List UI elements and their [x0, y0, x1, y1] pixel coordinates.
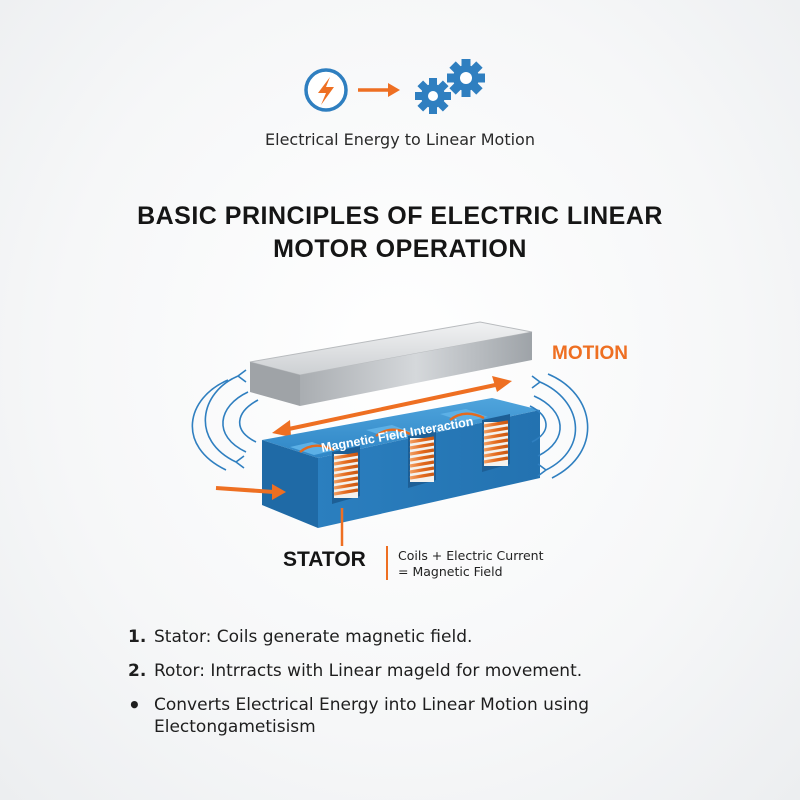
list-item-text: Stator: Coils generate magnetic field. [154, 627, 473, 647]
stator-divider [386, 546, 388, 580]
list-item-text: Rotor: Intrracts with Linear mageld for … [154, 661, 583, 681]
coil-top-windings [299, 412, 485, 453]
linear-motor-diagram: Magnetic Field Interaction [191, 321, 589, 546]
motion-arrow [272, 376, 512, 437]
list-item-text: Converts Electrical Energy into Linear M… [154, 695, 590, 737]
subtitle: Electrical Energy to Linear Motion [265, 130, 535, 149]
list-marker: 2. [128, 661, 147, 681]
rotor-plate [249, 321, 533, 406]
arrow-right-icon [358, 83, 400, 97]
title-line-1: BASIC PRINCIPLES OF ELECTRIC LINEAR [137, 202, 663, 230]
current-input-arrow [215, 484, 286, 500]
coil-3 [483, 420, 509, 466]
key-points-list: 1. Stator: Coils generate magnetic field… [128, 626, 688, 750]
coil-1 [333, 452, 359, 498]
list-item: 2. Rotor: Intrracts with Linear mageld f… [128, 660, 688, 682]
list-item: 1. Stator: Coils generate magnetic field… [128, 626, 688, 648]
left-field-lines [191, 369, 259, 471]
list-marker: 1. [128, 627, 147, 647]
stator-label: STATOR [283, 548, 366, 571]
stator-description: Coils + Electric Current = Magnetic Fiel… [398, 548, 544, 580]
page-title: BASIC PRINCIPLES OF ELECTRIC LINEAR MOTO… [90, 200, 710, 266]
stator-desc-line-1: Coils + Electric Current [398, 548, 544, 563]
motion-label: MOTION [552, 343, 628, 364]
right-field-lines [529, 373, 589, 479]
gears-icon [415, 59, 485, 114]
header-icons [304, 59, 485, 114]
stator-desc-line-2: = Magnetic Field [398, 564, 503, 579]
lightning-bolt-icon [304, 68, 348, 112]
list-bullet: • [128, 693, 141, 717]
list-item: • Converts Electrical Energy into Linear… [128, 694, 688, 738]
title-line-2: MOTOR OPERATION [273, 235, 527, 263]
stator-coils [299, 412, 509, 498]
coil-2 [409, 436, 435, 482]
